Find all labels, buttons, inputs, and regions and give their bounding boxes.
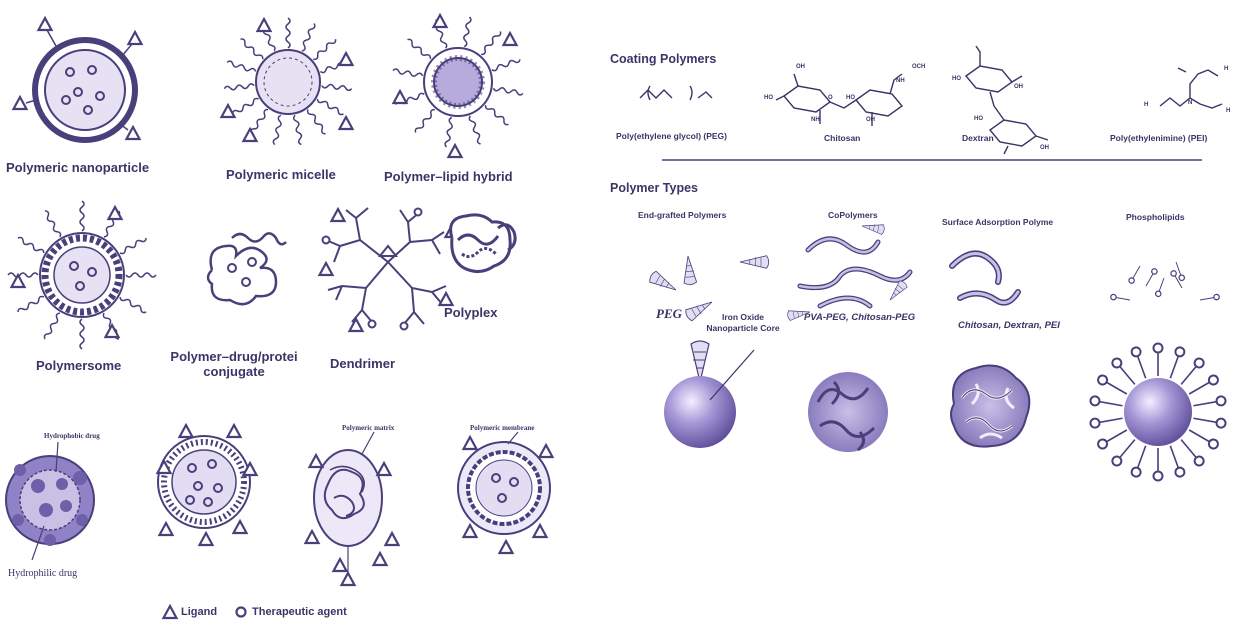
polymer-drug-conjugate-figure (208, 233, 286, 304)
phospholipids-figure (1110, 261, 1219, 303)
polymeric-micelle-figure (222, 18, 353, 145)
surface-adsorption-nanoparticle (951, 366, 1029, 447)
label-conjugate-line1: Polymer–drug/protei (164, 349, 304, 364)
polyplex-figure (451, 215, 516, 272)
peg-structure (640, 86, 712, 100)
example-core-line2: Nanoparticle Core (698, 323, 788, 333)
example-core-line1: Iron Oxide (698, 312, 788, 322)
type-surface-adsorption: Surface Adsorption Polyme (942, 217, 1053, 227)
example-adsorption: Chitosan, Dextran, PEI (958, 320, 1060, 331)
label-hydrophobic-drug: Hydrophobic drug (44, 432, 100, 440)
coating-peg: Poly(ethylene glycol) (PEG) (616, 131, 727, 141)
chem-ho-2: HO (846, 95, 855, 101)
chem-oh-2: OH (866, 117, 875, 123)
label-polymeric-membrane: Polymeric membrane (470, 424, 534, 432)
chem-nh2: NH (811, 117, 820, 123)
polymer-types-title: Polymer Types (610, 181, 698, 195)
chem-och3: OCH (912, 64, 925, 70)
label-polymeric-matrix: Polymeric matrix (342, 424, 394, 432)
polymeric-nanoparticle-figure (14, 18, 142, 140)
surface-adsorption-figure (952, 254, 1018, 303)
dendrimer-figure (320, 208, 459, 331)
label-polymer-lipid-hybrid: Polymer–lipid hybrid (384, 169, 513, 184)
label-polyplex: Polyplex (444, 305, 497, 320)
chem-n: N (1188, 100, 1192, 106)
coating-pei: Poly(ethylenimine) (PEI) (1110, 133, 1207, 143)
chem-oh-4: OH (1040, 145, 1049, 151)
polymeric-membrane-figure (458, 432, 553, 553)
polymeric-matrix-figure (306, 432, 399, 585)
end-grafted-nanoparticle (664, 341, 754, 448)
chem-ho-4: HO (974, 116, 983, 122)
legend-ligand: Ligand (181, 606, 217, 618)
chem-ho-1: HO (764, 95, 773, 101)
example-peg: PEG (656, 306, 682, 322)
chem-h2n: H (1144, 102, 1148, 108)
type-copolymers: CoPolymers (828, 210, 878, 220)
example-copolymer: PVA-PEG, Chitosan-PEG (804, 312, 915, 323)
label-polymeric-nanoparticle: Polymeric nanoparticle (6, 160, 149, 175)
type-end-grafted: End-grafted Polymers (638, 210, 726, 220)
drug-loaded-nanoparticle-figure (6, 442, 94, 560)
coating-chitosan: Chitosan (824, 133, 860, 143)
label-polymersome: Polymersome (36, 358, 121, 373)
coating-dextran: Dextran (962, 133, 994, 143)
copolymers-figure (787, 221, 910, 321)
label-hydrophilic-drug: Hydrophilic drug (8, 568, 77, 579)
polymer-lipid-hybrid-figure (393, 15, 524, 157)
coating-polymers-title: Coating Polymers (610, 52, 716, 66)
chem-o-1: O (828, 95, 833, 101)
phospholipid-nanoparticle (1090, 344, 1226, 481)
copolymer-nanoparticle (808, 372, 888, 452)
type-phospholipids: Phospholipids (1126, 212, 1185, 222)
polymersome-figure (8, 201, 156, 349)
label-dendrimer: Dendrimer (330, 356, 395, 371)
chem-oh-1: OH (796, 64, 805, 70)
chem-ho-3: HO (952, 76, 961, 82)
chem-oh-3: OH (1014, 84, 1023, 90)
label-conjugate-line2: conjugate (164, 364, 304, 379)
chem-nh: NH (896, 78, 905, 84)
chitosan-structure (776, 74, 902, 126)
liposome-figure (158, 425, 257, 545)
chem-h-2: H (1226, 108, 1230, 114)
label-polymeric-micelle: Polymeric micelle (226, 167, 336, 182)
chem-h-1: H (1224, 66, 1228, 72)
legend-therapeutic-agent: Therapeutic agent (252, 606, 347, 618)
